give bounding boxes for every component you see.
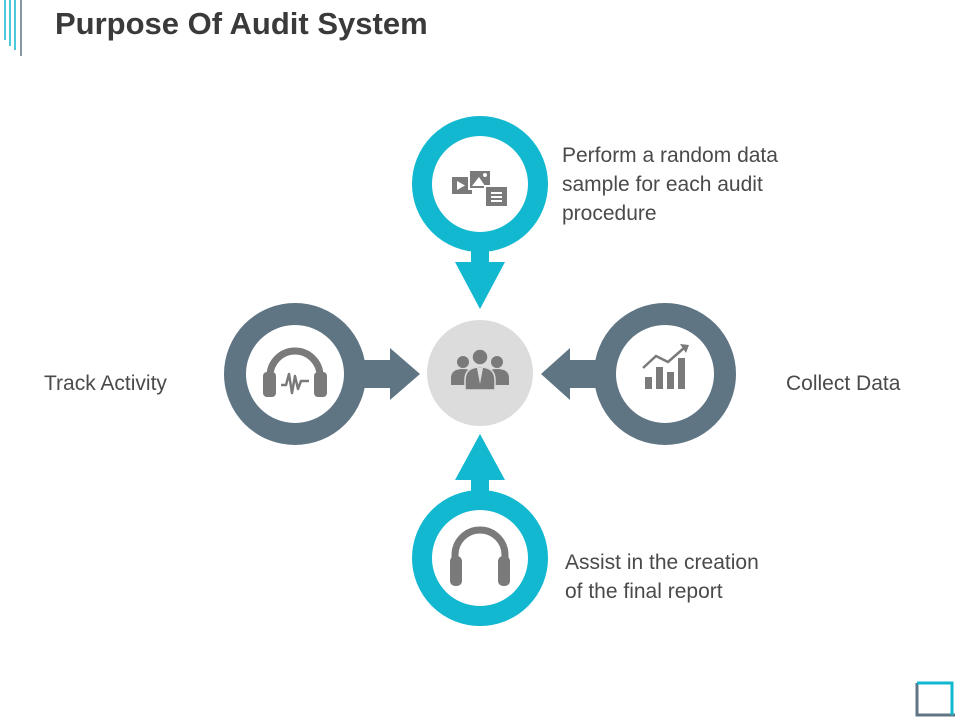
title-accent-lines: [4, 0, 22, 56]
slide-title: Purpose Of Audit System: [55, 6, 428, 41]
label-top-line: sample for each audit: [562, 173, 763, 196]
label-top-line: Perform a random data: [562, 144, 778, 167]
label-top: Perform a random data sample for each au…: [562, 141, 778, 228]
headset-icon: [450, 526, 510, 586]
label-top-line: procedure: [562, 202, 657, 225]
arrow-down: [455, 262, 505, 309]
label-right: Collect Data: [786, 372, 901, 395]
node-bottom: [412, 434, 548, 626]
node-left: [224, 303, 420, 445]
team-icon: [451, 348, 509, 391]
label-bottom: Assist in the creation of the final repo…: [565, 548, 759, 606]
label-bottom-line: of the final report: [565, 580, 723, 603]
label-bottom-line: Assist in the creation: [565, 551, 759, 574]
label-left: Track Activity: [44, 372, 167, 395]
node-top: [412, 116, 548, 309]
media-files-icon: [452, 169, 509, 208]
arrow-left: [541, 348, 570, 400]
arrow-up: [455, 434, 505, 480]
bar-chart-growth-icon: [642, 344, 689, 389]
headphones-waveform-icon: [263, 347, 327, 397]
corner-decoration: [915, 681, 955, 717]
node-right: [541, 303, 736, 445]
arrow-right: [390, 348, 420, 400]
node-center: [427, 320, 533, 426]
